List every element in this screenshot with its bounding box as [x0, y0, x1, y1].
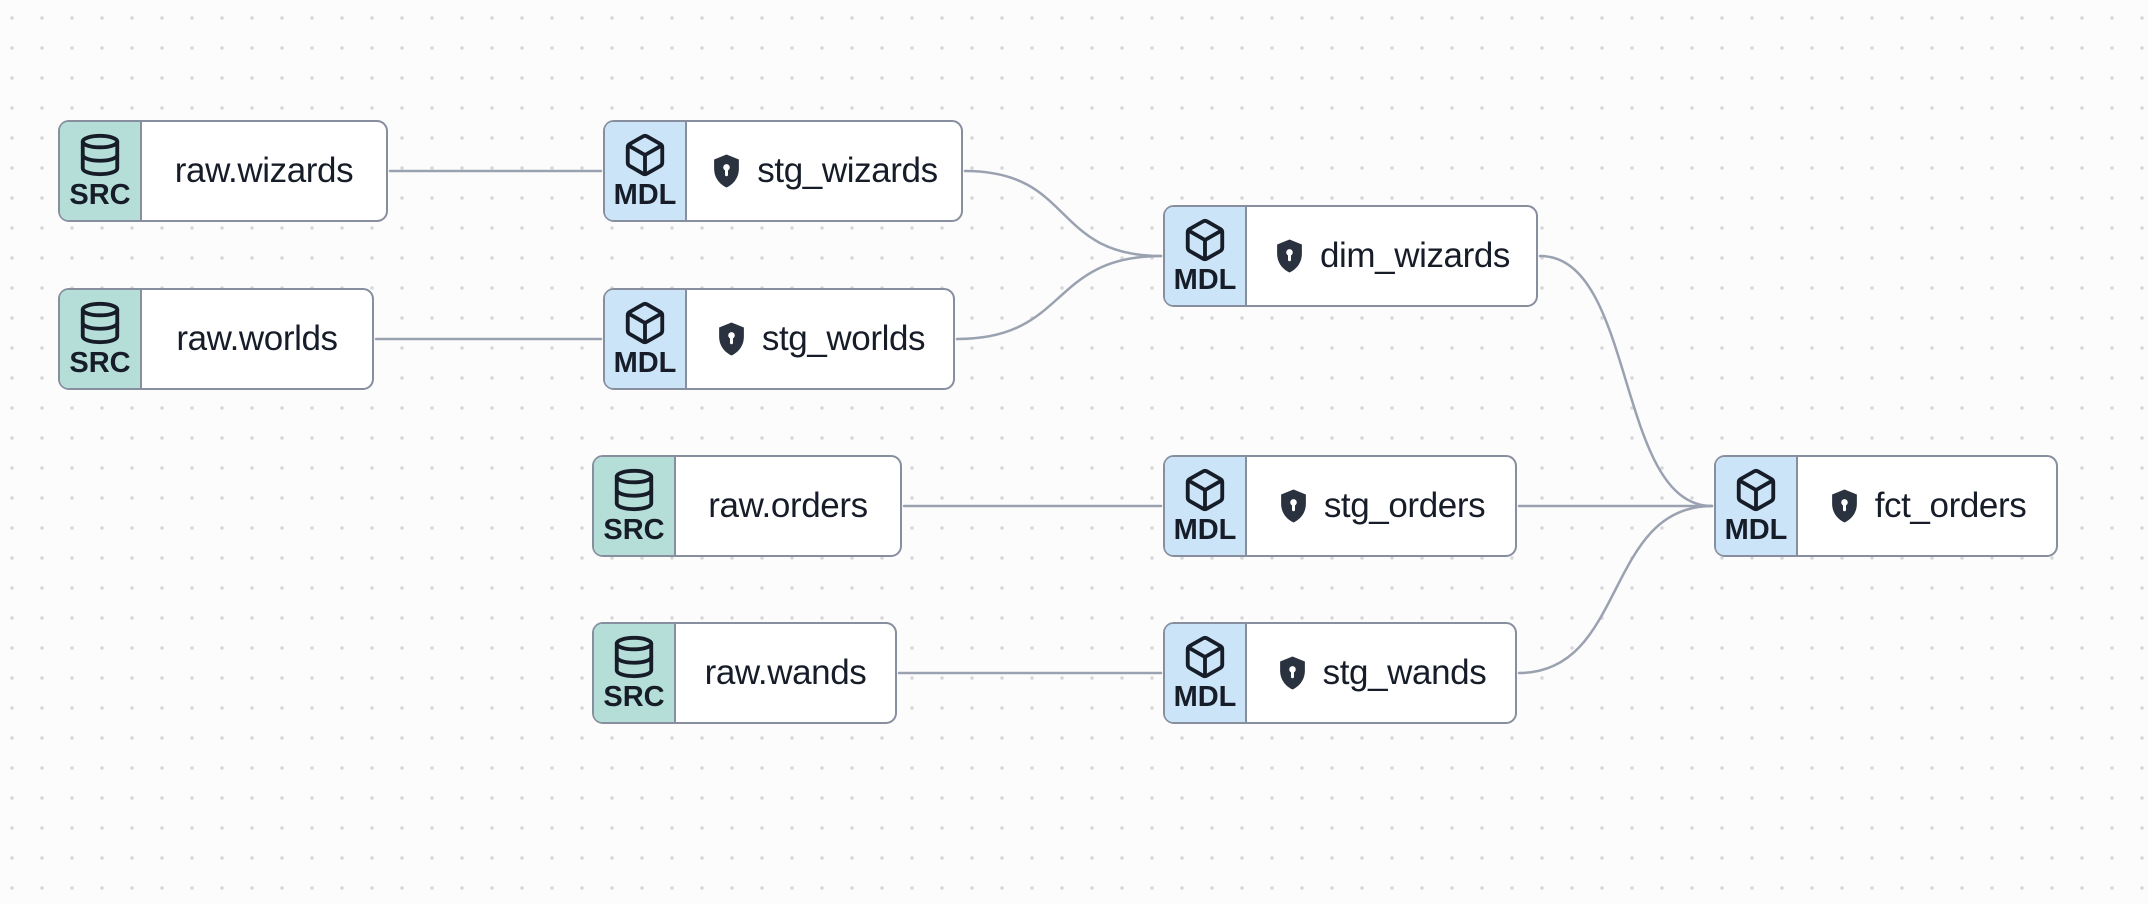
node-label-area: stg_wizards [687, 122, 961, 220]
node-label-area: stg_worlds [687, 290, 953, 388]
cube-icon [622, 300, 668, 346]
shield-lock-icon [710, 153, 743, 189]
edge-stg-wands-to-fct-orders [1517, 504, 1714, 675]
database-icon [77, 300, 123, 346]
node-stg-wizards[interactable]: MDL stg_wizards [603, 120, 963, 222]
database-icon [611, 634, 657, 680]
node-raw-wizards[interactable]: SRC raw.wizards [58, 120, 388, 222]
node-label: raw.orders [708, 486, 868, 525]
shield-lock-icon [715, 321, 748, 357]
node-label-area: raw.orders [676, 457, 900, 555]
node-label: stg_wizards [757, 151, 938, 190]
node-type-badge: MDL [605, 122, 687, 220]
node-type-badge: SRC [594, 457, 676, 555]
edge-stg-wizards-to-dim-wizards [963, 169, 1163, 258]
node-stg-worlds[interactable]: MDL stg_worlds [603, 288, 955, 390]
node-type-badge: MDL [1165, 624, 1247, 722]
node-type-badge: SRC [594, 624, 676, 722]
node-label: fct_orders [1874, 486, 2027, 525]
node-type-label: MDL [1724, 514, 1788, 546]
shield-lock-icon [1277, 488, 1310, 524]
node-type-badge: SRC [60, 122, 142, 220]
node-label: stg_worlds [761, 319, 926, 358]
cube-icon [1182, 467, 1228, 513]
node-label-area: stg_wands [1247, 624, 1515, 722]
node-label: raw.wands [704, 653, 867, 692]
node-type-badge: MDL [1165, 457, 1247, 555]
cube-icon [622, 132, 668, 178]
node-stg-wands[interactable]: MDL stg_wands [1163, 622, 1517, 724]
node-type-label: MDL [1173, 681, 1237, 713]
node-type-badge: MDL [605, 290, 687, 388]
node-fct-orders[interactable]: MDL fct_orders [1714, 455, 2058, 557]
node-label-area: raw.wizards [142, 122, 386, 220]
shield-lock-icon [1273, 238, 1306, 274]
node-label-area: raw.worlds [142, 290, 372, 388]
database-icon [77, 132, 123, 178]
node-raw-worlds[interactable]: SRC raw.worlds [58, 288, 374, 390]
node-label-area: dim_wizards [1247, 207, 1536, 305]
node-stg-orders[interactable]: MDL stg_orders [1163, 455, 1517, 557]
edge-dim-wizards-to-fct-orders [1538, 254, 1714, 508]
node-label: raw.worlds [176, 319, 338, 358]
node-type-label: SRC [603, 681, 665, 713]
node-type-label: MDL [613, 347, 677, 379]
edge-stg-worlds-to-dim-wizards [955, 254, 1163, 341]
node-raw-wands[interactable]: SRC raw.wands [592, 622, 897, 724]
node-type-label: SRC [69, 179, 131, 211]
cube-icon [1182, 217, 1228, 263]
node-type-label: MDL [1173, 264, 1237, 296]
database-icon [611, 467, 657, 513]
node-type-label: SRC [603, 514, 665, 546]
node-label: dim_wizards [1319, 236, 1511, 275]
cube-icon [1182, 634, 1228, 680]
node-raw-orders[interactable]: SRC raw.orders [592, 455, 902, 557]
node-label: stg_wands [1322, 653, 1487, 692]
node-label-area: fct_orders [1798, 457, 2056, 555]
shield-lock-icon [1828, 488, 1861, 524]
cube-icon [1733, 467, 1779, 513]
node-dim-wizards[interactable]: MDL dim_wizards [1163, 205, 1538, 307]
node-type-badge: MDL [1716, 457, 1798, 555]
node-label-area: stg_orders [1247, 457, 1515, 555]
node-label: raw.wizards [174, 151, 354, 190]
node-type-badge: SRC [60, 290, 142, 388]
node-type-label: MDL [1173, 514, 1237, 546]
node-label-area: raw.wands [676, 624, 895, 722]
node-label: stg_orders [1323, 486, 1486, 525]
node-type-label: MDL [613, 179, 677, 211]
node-type-label: SRC [69, 347, 131, 379]
node-type-badge: MDL [1165, 207, 1247, 305]
shield-lock-icon [1276, 655, 1309, 691]
